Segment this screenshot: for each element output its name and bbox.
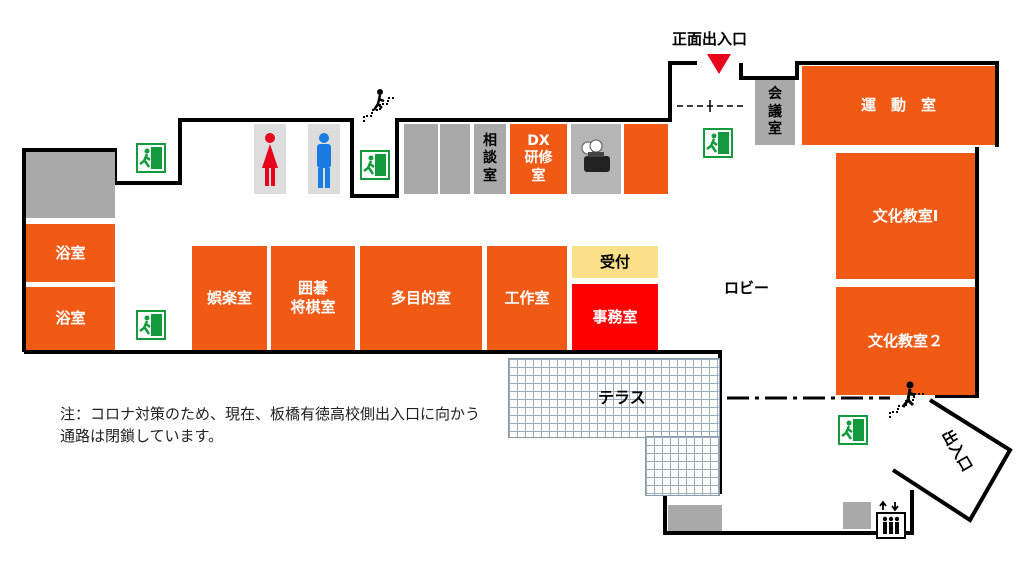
entrance-label: 正面出入口 [672, 30, 748, 48]
meeting-room: 会 議 室 [755, 80, 795, 145]
entrance-arrow-icon [707, 54, 731, 74]
culture-room-2: 文化教室２ [836, 287, 975, 395]
emergency-exit-icon [136, 310, 166, 340]
bath-room-2: 浴室 [26, 287, 115, 350]
bath-room-1: 浴室 [26, 224, 115, 282]
storage-room [440, 124, 470, 194]
terrace [508, 358, 720, 438]
storage-room [404, 124, 438, 194]
terrace-label: テラス [598, 388, 646, 407]
storage-room [26, 152, 115, 218]
craft-room: 工作室 [487, 246, 567, 350]
recreation-room: 娯楽室 [192, 246, 267, 350]
reception: 受付 [572, 246, 658, 278]
gym: 運 動 室 [802, 66, 995, 145]
storage-room [668, 505, 722, 531]
terrace [645, 436, 720, 496]
office: 事務室 [572, 284, 658, 350]
kitchen-icon [581, 139, 610, 172]
dx-training-room: DX 研修 室 [510, 124, 567, 194]
male-restroom-icon [308, 124, 340, 194]
consultation-room: 相 談 室 [474, 124, 506, 194]
lobby-label: ロビー [724, 279, 770, 297]
emergency-exit-icon [703, 128, 733, 158]
emergency-exit-icon [838, 415, 868, 445]
storage-room [843, 502, 871, 529]
emergency-exit-icon [360, 150, 390, 180]
culture-room-1: 文化教室Ⅰ [836, 153, 975, 279]
go-shogi-room: 囲碁 将棋室 [271, 246, 355, 350]
note: 注：コロナ対策のため、現在、板橋有徳高校側出入口に向かう通路は閉鎖しています。 [60, 405, 481, 445]
elevator-icon [876, 500, 906, 539]
stairs-icon [363, 89, 394, 122]
multipurpose-room: 多目的室 [360, 246, 482, 350]
emergency-exit-icon [136, 143, 166, 173]
female-restroom-icon [254, 124, 286, 194]
room-block [624, 124, 668, 194]
stairs-icon [889, 381, 924, 418]
